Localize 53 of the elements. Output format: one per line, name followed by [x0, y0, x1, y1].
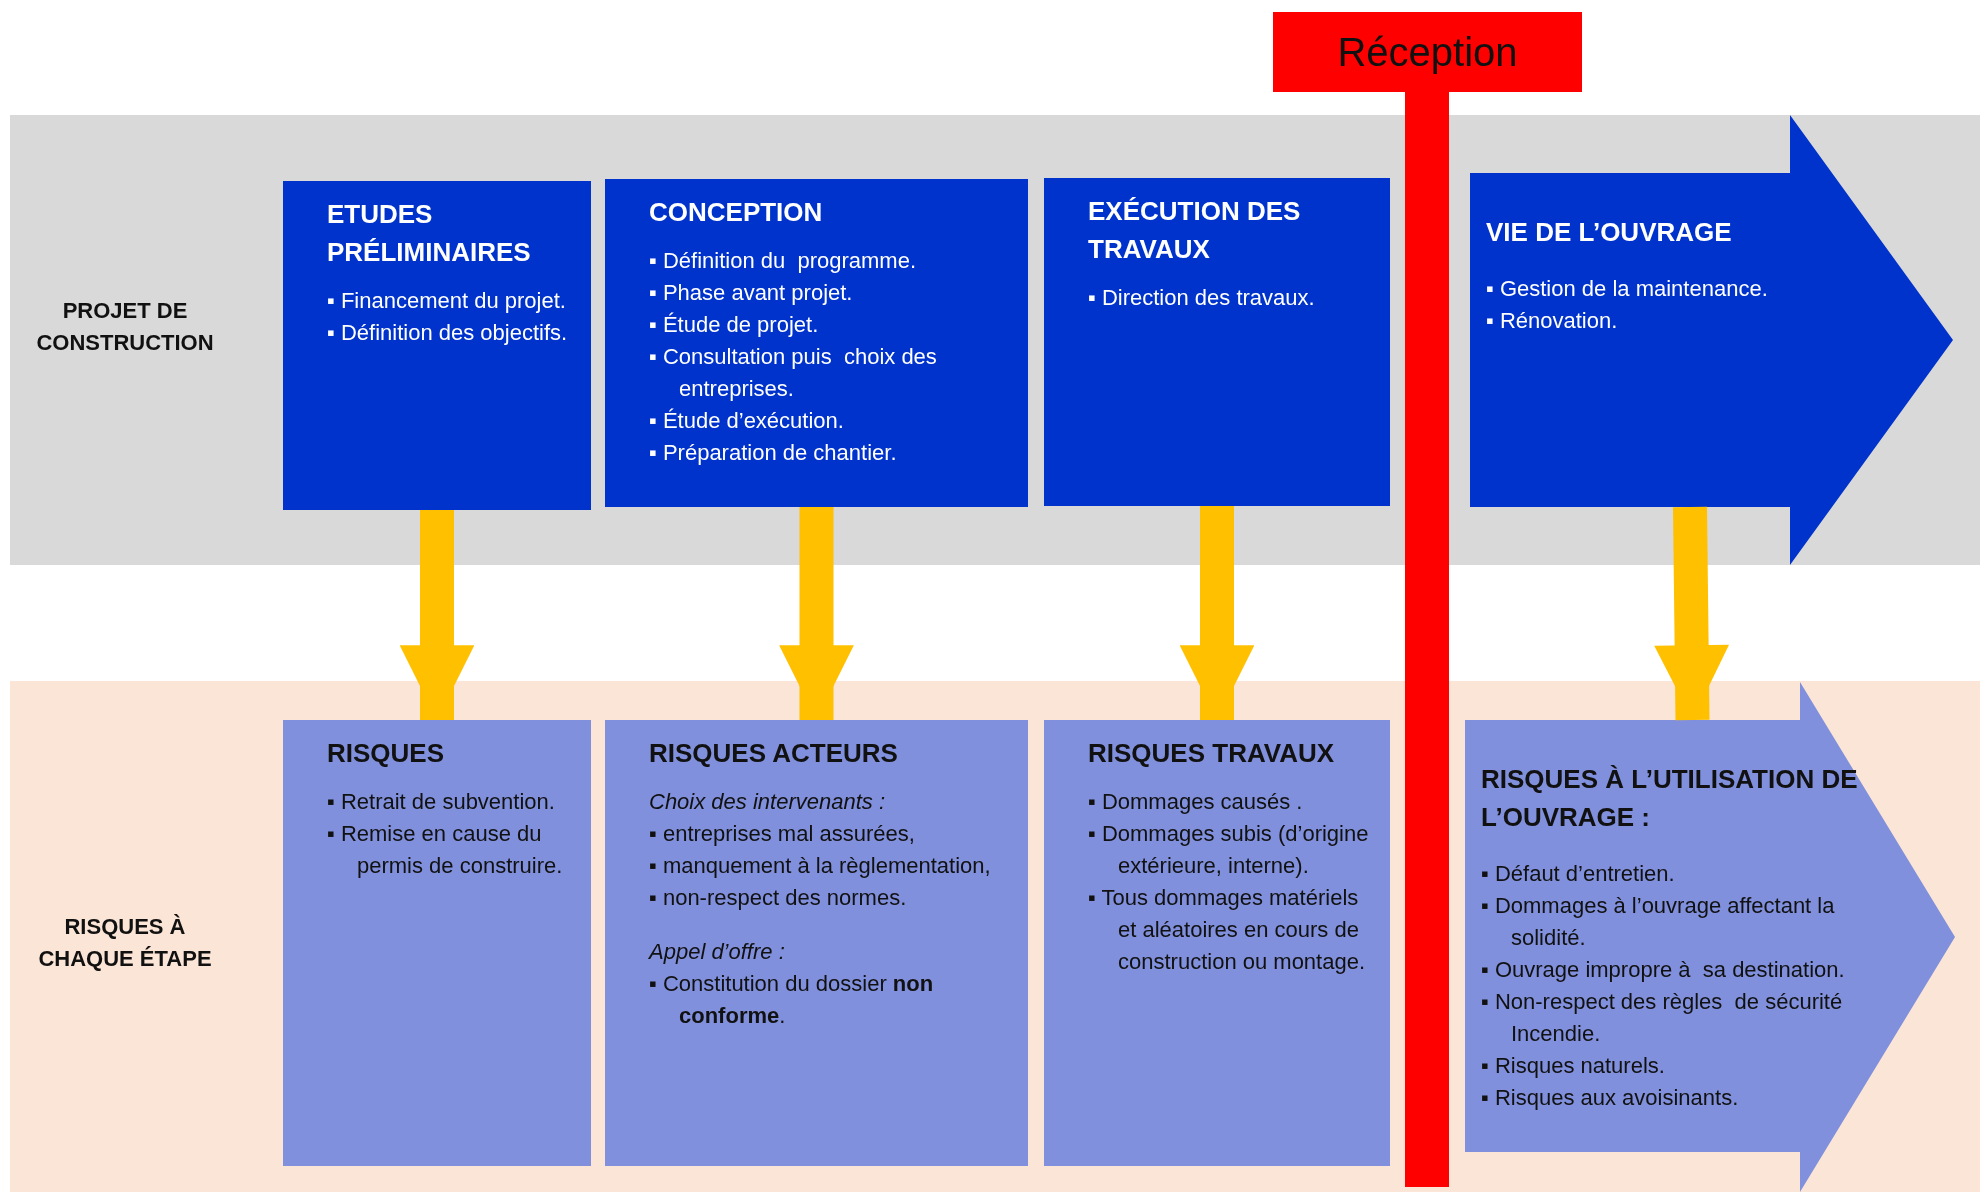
box-heading: CONCEPTION [649, 196, 824, 229]
risk-box [605, 720, 1028, 1166]
bullet-item: ▪ Gestion de la maintenance. [1486, 275, 1769, 303]
phase-arrow [1470, 115, 1953, 565]
band [10, 115, 1980, 565]
bullet-item: ▪ entreprises mal assurées, [649, 820, 916, 848]
risk-box [283, 720, 591, 1166]
bullet-item: ▪ Ouvrage impropre à sa destination. [1481, 956, 1846, 984]
bullet-item: ▪ Préparation de chantier. [649, 439, 898, 467]
phase-box [1044, 178, 1390, 506]
bullet-item: ▪ Direction des travaux. [1088, 284, 1316, 312]
bullet-item: ▪ Constitution du dossier non conforme. [649, 970, 935, 1030]
bullet-item: ▪ Dommages à l’ouvrage affectant la solidité. [1481, 892, 1836, 952]
box-heading: EXÉCUTION DES TRAVAUX [1088, 195, 1302, 266]
arrow [779, 507, 854, 720]
bullet-item: ▪ Phase avant projet. [649, 279, 854, 307]
arrow [399, 510, 475, 720]
bullet-item: ▪ Risques aux avoisinants. [1481, 1084, 1740, 1112]
bullet-item: ▪ Étude de projet. [649, 311, 820, 339]
box-heading: ETUDES PRÉLIMINAIRES [327, 198, 532, 269]
bullet-item: ▪ Consultation puis choix des entreprises. [649, 343, 938, 403]
bullet-item: ▪ Défaut d’entretien. [1481, 860, 1676, 888]
bullet-item: ▪ Retrait de subvention. [327, 788, 556, 816]
milestone-label: Réception [1273, 12, 1582, 92]
box-heading: RISQUES TRAVAUX [1088, 737, 1336, 770]
arrow [1654, 506, 1729, 721]
phase-box [605, 179, 1028, 507]
band [10, 681, 1980, 1192]
band-label: RISQUES À CHAQUE ÉTAPE [37, 913, 213, 973]
bullet-item: ▪ Définition des objectifs. [327, 319, 569, 347]
phase-box [283, 181, 591, 510]
bullet-item: ▪ Non-respect des règles de sécurité Incendie. [1481, 988, 1844, 1048]
bullet-item: ▪ Dommages causés . [1088, 788, 1304, 816]
arrow [1179, 506, 1255, 720]
bullet-item: ▪ Risques naturels. [1481, 1052, 1666, 1080]
bullet-item: ▪ Dommages subis (d’origine extérieure, interne). [1088, 820, 1370, 880]
bullet-item: ▪ Tous dommages matériels et aléatoires en cours de construction ou montage. [1088, 884, 1367, 976]
box-heading: RISQUES À L’UTILISATION DE L’OUVRAGE : [1481, 763, 1859, 834]
subheading: Appel d’offre : [649, 938, 786, 966]
bullet-item: ▪ Remise en cause du permis de construire. [327, 820, 564, 880]
bullet-item: ▪ manquement à la règlementation, [649, 852, 992, 880]
subheading: Choix des intervenants : [649, 788, 887, 816]
bullet-item: ▪ non-respect des normes. [649, 884, 908, 912]
bullet-item: ▪ Financement du projet. [327, 287, 567, 315]
bullet-item: ▪ Définition du programme. [649, 247, 918, 275]
bullet-item: ▪ Étude d’exécution. [649, 407, 845, 435]
risk-arrow [1465, 682, 1955, 1192]
box-heading: RISQUES ACTEURS [649, 737, 899, 770]
risk-box [1044, 720, 1390, 1166]
box-heading: VIE DE L’OUVRAGE [1486, 216, 1733, 249]
bullet-item: ▪ Rénovation. [1486, 307, 1619, 335]
box-heading: RISQUES [327, 737, 446, 770]
band-label: PROJET DE CONSTRUCTION [35, 297, 215, 357]
